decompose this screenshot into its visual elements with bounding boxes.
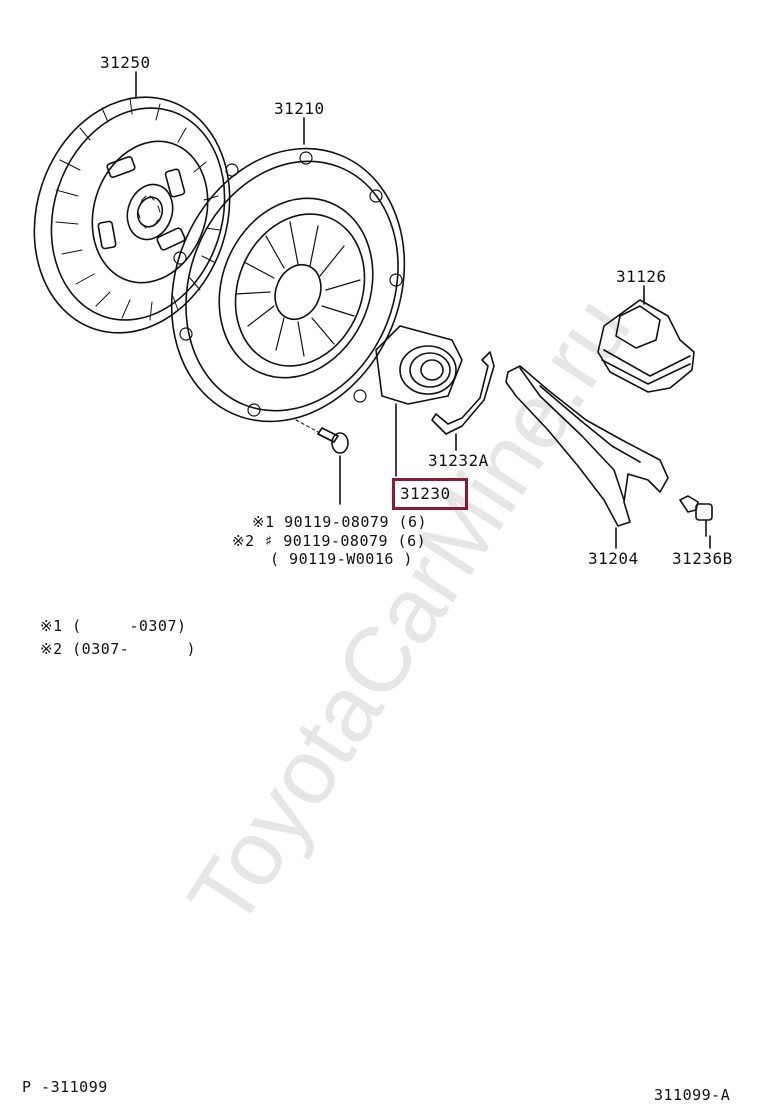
clutch-disc-drawing xyxy=(33,71,231,334)
release-bearing-drawing xyxy=(375,325,463,477)
fork-bolt-drawing xyxy=(679,495,713,549)
footer-right-code: 311099-A xyxy=(654,1086,731,1104)
bolt-note-2[interactable]: ※2 ♯ 90119-08079 (6) xyxy=(232,532,427,550)
label-31230[interactable]: 31230 xyxy=(400,484,451,503)
cover-bolt-drawing xyxy=(295,419,349,505)
legend-note-1: ※1 ( -0307) xyxy=(40,617,187,635)
clutch-cover-drawing xyxy=(170,117,406,423)
highlight-box xyxy=(392,478,468,510)
label-31250[interactable]: 31250 xyxy=(100,53,151,72)
footer-left-code: P -311099 xyxy=(22,1078,108,1096)
spring-clip-drawing xyxy=(431,351,495,451)
release-fork-drawing xyxy=(505,365,669,549)
label-31210[interactable]: 31210 xyxy=(274,99,325,118)
boot-drawing xyxy=(597,285,695,393)
label-31232a[interactable]: 31232A xyxy=(428,451,489,470)
bolt-note-1[interactable]: ※1 90119-08079 (6) xyxy=(252,513,428,531)
label-31126[interactable]: 31126 xyxy=(616,267,667,286)
legend-note-2: ※2 (0307- ) xyxy=(40,640,197,658)
label-31204[interactable]: 31204 xyxy=(588,549,639,568)
label-31236b[interactable]: 31236B xyxy=(672,549,733,568)
bolt-note-3[interactable]: ( 90119-W0016 ) xyxy=(270,550,413,568)
